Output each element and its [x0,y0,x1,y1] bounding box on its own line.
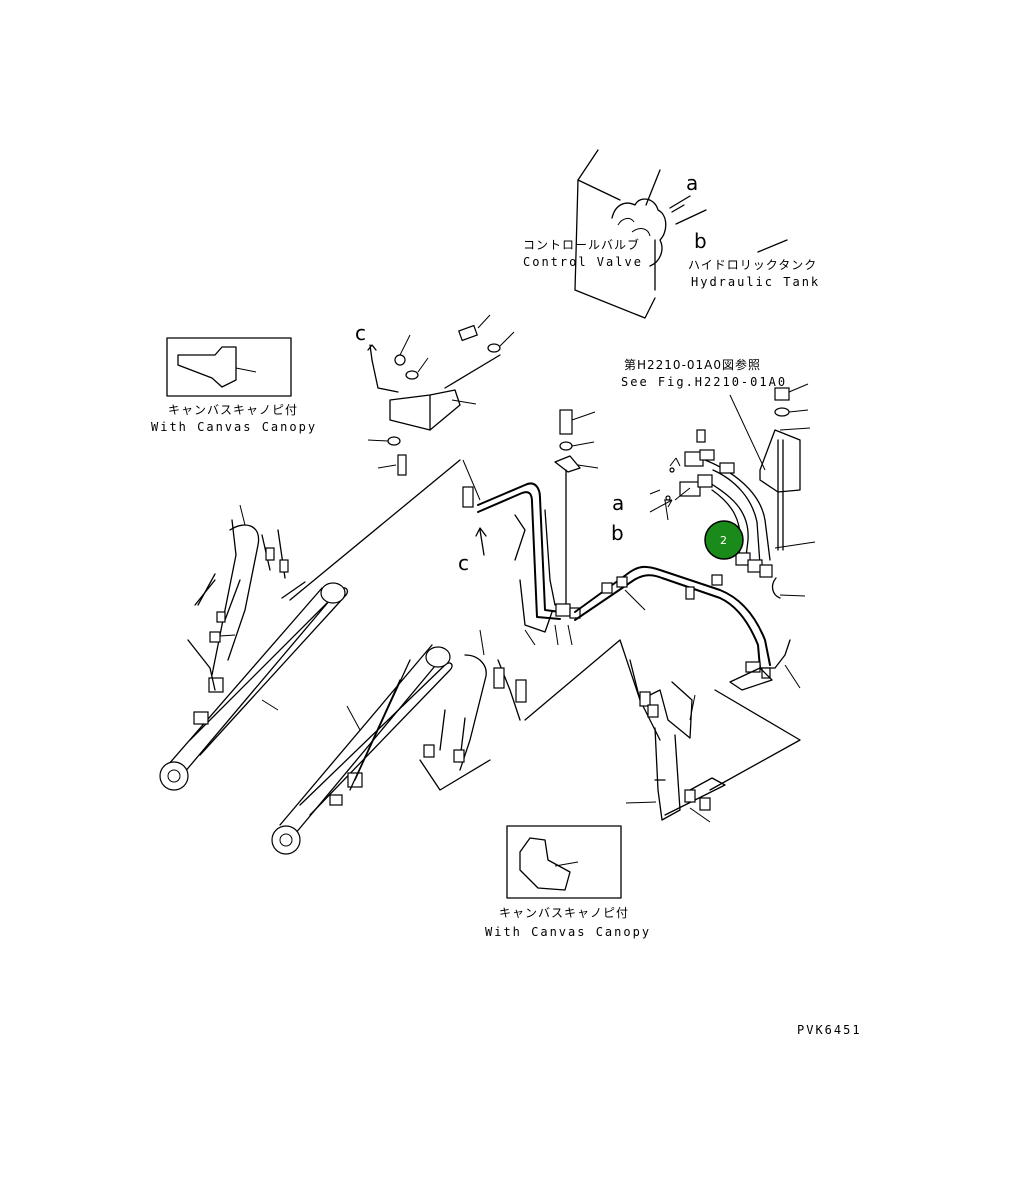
marker-b-mid: b [611,521,624,545]
lower-right-bracket [625,659,801,823]
lower-cylinder-assembly [271,629,661,855]
canvas-canopy-label-jp-2: キャンバスキャノピ付 [499,906,629,920]
control-valve-drawing [574,149,788,319]
marker-b-top: b [694,229,707,253]
canvas-canopy-label-en-2: With Canvas Canopy [485,925,651,939]
see-fig-label-en: See Fig.H2210-01A0 [621,375,787,389]
marker-c-top: c [355,321,366,345]
canvas-canopy-label-jp-1: キャンバスキャノピ付 [168,403,298,417]
hydraulic-tank-label-jp: ハイドロリックタンク [688,258,817,272]
tank-bracket [729,383,811,551]
see-fig-label-jp: 第H2210-01A0図参照 [624,357,761,372]
upper-bracket-assembly [367,314,515,476]
canvas-canopy-inset-box-1 [166,337,292,397]
callout-number: 2 [720,534,727,547]
marker-a-top: a [686,171,698,195]
control-valve-label-en: Control Valve [523,255,643,269]
hydraulic-tank-label-en: Hydraulic Tank [691,275,820,289]
callout-badge[interactable] [704,520,744,560]
control-valve-label-jp: コントロールバルブ [523,237,640,252]
main-hose-lines [574,565,801,691]
arrow-c-bottom [475,527,487,556]
canvas-canopy-inset-box-2 [506,825,622,899]
canvas-canopy-label-en-1: With Canvas Canopy [151,420,317,434]
drawing-code: PVK6451 [797,1023,862,1037]
part-callout-2[interactable]: 2 [704,520,744,560]
marker-c-bottom: c [458,551,469,575]
right-fittings-assembly [649,429,816,599]
left-cylinder-assembly [159,459,461,791]
marker-a-mid: a [612,491,624,515]
